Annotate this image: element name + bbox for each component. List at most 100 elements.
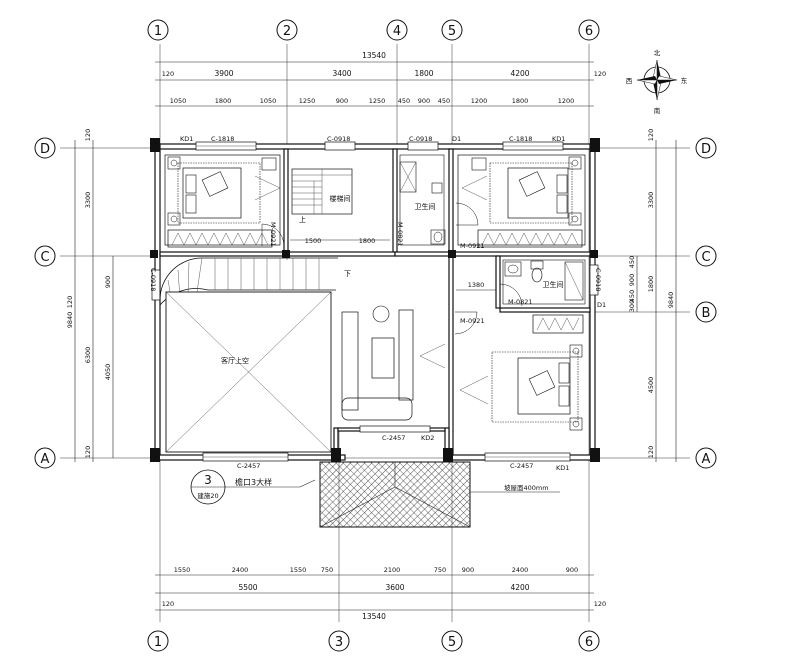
svg-text:1550: 1550	[290, 566, 307, 574]
axis-bubble-top-2: 2	[276, 19, 298, 41]
axis-bubble-top-5: 5	[441, 19, 463, 41]
axis-bubble-right-D: D	[695, 137, 717, 159]
svg-text:M-0821: M-0821	[508, 298, 533, 306]
compass-icon: 北 南 东 西	[626, 49, 688, 115]
compass-south: 南	[654, 106, 661, 115]
svg-text:D: D	[40, 142, 50, 157]
detail-ref-number: 3	[204, 473, 212, 487]
svg-text:A: A	[41, 452, 50, 467]
svg-text:1500: 1500	[305, 237, 322, 245]
svg-text:120: 120	[66, 296, 74, 308]
axis-bubble-left-C: C	[34, 245, 56, 267]
bedroom-se	[454, 311, 584, 431]
svg-text:D1: D1	[597, 301, 606, 309]
svg-text:2: 2	[283, 24, 291, 39]
axis-bubble-left-A: A	[34, 447, 56, 469]
svg-text:4500: 4500	[647, 377, 655, 394]
left-dimensions: 120 3300 6300 120 120 9840 900 4050	[66, 129, 114, 462]
svg-text:1250: 1250	[369, 97, 386, 105]
svg-text:2400: 2400	[232, 566, 249, 574]
opening-tags: C-1818 C-0918 C-0918 C-1818 C-0918 C-091…	[149, 135, 606, 472]
bathroom-east-label: 卫生间	[543, 280, 564, 289]
svg-text:450: 450	[438, 97, 450, 105]
svg-text:120: 120	[594, 70, 606, 78]
svg-text:D: D	[701, 142, 711, 157]
stair-up-label: 上	[299, 215, 306, 224]
svg-text:120: 120	[84, 446, 92, 458]
stair-room-label: 楼梯间	[330, 194, 351, 203]
axis-bubble-left-D: D	[34, 137, 56, 159]
bathroom-north-label: 卫生间	[415, 202, 436, 211]
balcony	[319, 461, 471, 528]
svg-text:C-2457: C-2457	[510, 462, 533, 470]
svg-text:C-0918: C-0918	[327, 135, 350, 143]
slope-note: 坡屋面400mm	[504, 483, 549, 492]
axis-bubble-right-B: B	[695, 301, 717, 323]
stair-down-label: 下	[344, 270, 351, 278]
bedroom-ne	[455, 154, 586, 248]
svg-text:900: 900	[104, 276, 112, 288]
svg-text:B: B	[702, 306, 711, 321]
svg-text:120: 120	[647, 446, 655, 458]
compass-east: 东	[681, 76, 688, 85]
svg-text:120: 120	[647, 129, 655, 141]
svg-text:900: 900	[566, 566, 578, 574]
svg-text:KD2: KD2	[421, 434, 434, 442]
svg-text:1800: 1800	[215, 97, 232, 105]
svg-text:1800: 1800	[512, 97, 529, 105]
bedroom-nw	[164, 154, 285, 248]
svg-text:KD1: KD1	[556, 464, 569, 472]
svg-text:4200: 4200	[510, 69, 529, 78]
svg-text:C-0918: C-0918	[594, 268, 602, 291]
svg-text:300: 300	[628, 300, 636, 312]
axis-bubble-bottom-1: 1	[147, 630, 169, 652]
svg-text:900: 900	[336, 97, 348, 105]
axis-bubble-bottom-3: 3	[328, 630, 350, 652]
svg-text:6: 6	[585, 635, 593, 650]
svg-text:C-1818: C-1818	[211, 135, 234, 143]
svg-text:1800: 1800	[359, 237, 376, 245]
svg-text:1200: 1200	[558, 97, 575, 105]
compass-north: 北	[654, 49, 661, 57]
dim-overall-bottom: 13540	[362, 612, 386, 621]
svg-text:9840: 9840	[66, 312, 74, 329]
detail-ref-sheet: 建施20	[197, 491, 218, 500]
axis-bubble-bottom-5: 5	[441, 630, 463, 652]
svg-text:2400: 2400	[512, 566, 529, 574]
svg-text:M-0921: M-0921	[460, 242, 485, 250]
svg-text:M-0921: M-0921	[460, 317, 485, 325]
svg-text:KD1: KD1	[552, 135, 565, 143]
top-dimensions: 13540 120 120 3900 3400 1800 4200 1050 1…	[155, 51, 606, 107]
svg-text:C: C	[40, 250, 49, 265]
svg-text:2100: 2100	[384, 566, 401, 574]
svg-text:450: 450	[628, 290, 636, 302]
svg-text:1050: 1050	[260, 97, 277, 105]
svg-text:5: 5	[448, 24, 456, 39]
svg-text:3300: 3300	[647, 192, 655, 209]
svg-text:3300: 3300	[84, 192, 92, 209]
svg-text:120: 120	[84, 129, 92, 141]
svg-text:A: A	[702, 452, 711, 467]
svg-text:1800: 1800	[414, 69, 433, 78]
svg-text:900: 900	[462, 566, 474, 574]
svg-text:C-2457: C-2457	[382, 434, 405, 442]
bathroom-east: 卫生间 1380	[456, 259, 586, 307]
svg-text:6300: 6300	[84, 347, 92, 364]
axis-bubble-bottom-6: 6	[578, 630, 600, 652]
svg-text:900: 900	[418, 97, 430, 105]
svg-text:450: 450	[628, 256, 636, 268]
svg-text:120: 120	[594, 600, 606, 608]
right-dimensions: 120 3300 1800 4500 120 9840 450 900 450 …	[628, 129, 677, 462]
svg-text:1200: 1200	[471, 97, 488, 105]
stair-room: 上 楼梯间 1500 1800	[290, 168, 390, 245]
axis-bubble-right-A: A	[695, 447, 717, 469]
lounge	[341, 305, 446, 421]
svg-text:C: C	[701, 250, 710, 265]
svg-text:750: 750	[321, 566, 333, 574]
bottom-dimensions: 1550 2400 1550 750 2100 750 900 2400 900…	[155, 566, 606, 621]
svg-text:C-1818: C-1818	[509, 135, 532, 143]
svg-text:1050: 1050	[170, 97, 187, 105]
svg-text:C-0918: C-0918	[409, 135, 432, 143]
svg-text:9840: 9840	[667, 292, 675, 309]
dim-overall-top: 13540	[362, 51, 386, 60]
